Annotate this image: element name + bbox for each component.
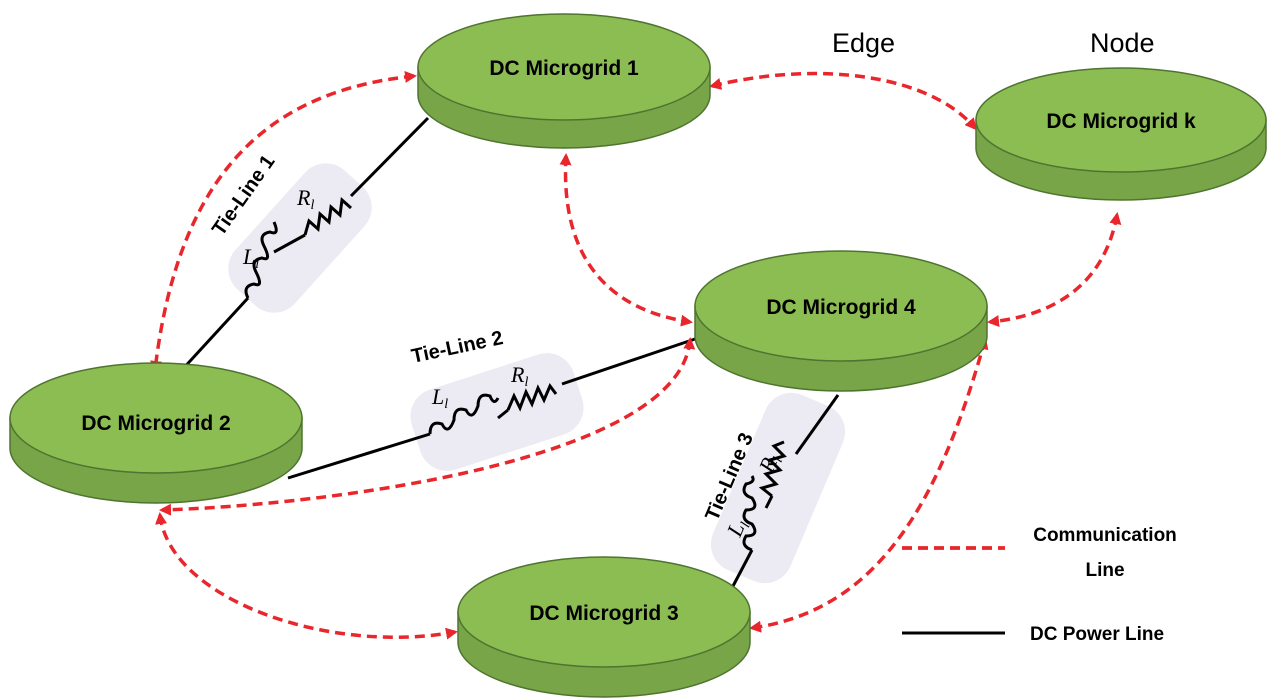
- edge-label: Edge: [832, 28, 895, 58]
- tie-line-2-label: Tie-Line 2: [409, 327, 505, 368]
- resistor-symbol-1: Rl: [296, 185, 314, 213]
- comm-link-mgk-mg4: [987, 212, 1122, 328]
- node-label-mg3: DC Microgrid 3: [529, 602, 678, 625]
- inductor-symbol-2: Ll: [431, 384, 448, 412]
- inductor-symbol-1: Ll: [242, 244, 259, 272]
- node-label-mg1: DC Microgrid 1: [489, 57, 639, 80]
- resistor-symbol-2: Rl: [510, 362, 528, 390]
- node-label-mg2: DC Microgrid 2: [81, 412, 230, 435]
- legend: Communication Line DC Power Line: [902, 525, 1177, 645]
- comm-link-mg2-mg3: [155, 512, 458, 640]
- node-label: Node: [1090, 28, 1155, 58]
- legend-communication-label-1: Communication: [1033, 525, 1177, 546]
- comm-link-mg1-mg4: [559, 153, 693, 327]
- node-label-mgk: DC Microgrid k: [1046, 110, 1196, 133]
- comm-link-mg4-mg3: [749, 337, 989, 633]
- communication-links: [150, 70, 1122, 640]
- node-dc-microgrid-2[interactable]: DC Microgrid 2: [9, 362, 303, 504]
- comm-link-mg4-mg2: [159, 337, 696, 516]
- legend-communication-label-2: Line: [1085, 560, 1124, 581]
- node-dc-microgrid-k[interactable]: DC Microgrid k: [975, 67, 1267, 201]
- node-dc-microgrid-3[interactable]: DC Microgrid 3: [457, 556, 751, 698]
- tie-line-2-pad: [410, 353, 584, 471]
- node-dc-microgrid-4[interactable]: DC Microgrid 4: [694, 250, 988, 392]
- node-label-mg4: DC Microgrid 4: [766, 296, 916, 319]
- comm-link-mg1-mg2: [150, 70, 417, 373]
- node-dc-microgrid-1[interactable]: DC Microgrid 1: [417, 13, 711, 149]
- comm-link-mg1-mgk: [709, 71, 977, 131]
- legend-power-label: DC Power Line: [1030, 624, 1164, 645]
